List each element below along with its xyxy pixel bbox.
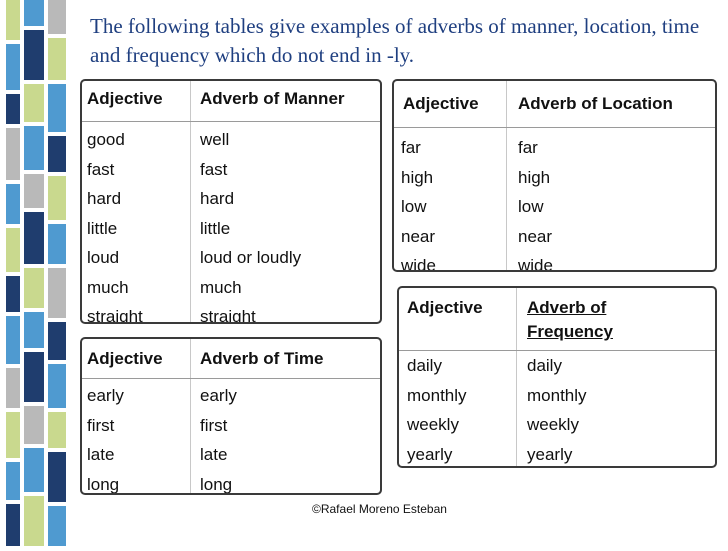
manner-adjective-cell: little [87,218,118,238]
time-adverb-column: early first late long [200,381,237,494]
manner-adjective-column: good fast hard little loud much straight [87,125,143,324]
time-adverb-cell: late [200,445,228,464]
frequency-adverb-cell: yearly [527,444,573,464]
frequency-adjective-header: Adjective [407,298,483,317]
frequency-adjective-cell: daily [407,356,442,375]
manner-adjective-cell: much [87,277,129,297]
frequency-table: Adjective Adverb of Frequency daily mont… [397,286,717,468]
time-adverb-cell: first [200,415,228,435]
time-adverb-header: Adverb of Time [200,349,324,368]
manner-adjective-cell: straight [87,307,143,324]
manner-adverb-column: well fast hard little loud or loudly muc… [200,125,302,324]
location-adjective-cell: low [401,197,427,216]
location-adverb-cell: wide [518,256,553,272]
frequency-adverb-cell: daily [527,356,562,375]
manner-adverb-cell: loud or loudly [200,248,302,267]
frequency-adverb-header-line2: Frequency [527,322,613,341]
frequency-table-header: Adjective Adverb of Frequency [399,288,715,351]
frequency-adjective-cell: weekly [407,415,459,434]
manner-table-header: Adjective Adverb of Manner [82,81,380,122]
location-adverb-cell: low [518,197,544,216]
manner-adverb-cell: straight [200,307,256,324]
location-adjective-cell: high [401,167,434,187]
location-adjective-header: Adjective [403,94,479,113]
time-adjective-cell: late [87,445,115,464]
location-adjective-cell: far [401,138,421,157]
time-adjective-cell: first [87,415,115,435]
frequency-adverb-column: daily monthly weekly yearly [527,351,587,466]
manner-adjective-header: Adjective [87,89,163,108]
manner-adverb-cell: hard [200,189,235,208]
decorative-strip [0,0,72,546]
frequency-adjective-column: daily monthly weekly yearly [407,351,467,466]
strip-blocks-graphic [0,0,72,546]
manner-adverb-header: Adverb of Manner [200,89,345,108]
location-adverb-header: Adverb of Location [518,94,673,113]
location-table-header: Adjective Adverb of Location [394,81,715,128]
frequency-adverb-header-line1: Adverb of [527,298,607,317]
manner-adverb-cell: fast [200,159,228,179]
manner-adverb-cell: well [200,130,230,149]
manner-adjective-cell: fast [87,159,115,179]
manner-adjective-cell: hard [87,189,122,208]
location-adverb-cell: far [518,138,538,157]
manner-adverb-cell: little [200,218,231,238]
time-adjective-column: early first late long [87,381,124,494]
copyright-notice: ©Rafael Moreno Esteban [312,502,447,516]
location-table: Adjective Adverb of Location far high lo… [392,79,717,272]
manner-adverb-cell: much [200,277,242,297]
manner-table: Adjective Adverb of Manner good fast har… [80,79,382,324]
time-table-header: Adjective Adverb of Time [82,339,380,379]
frequency-adjective-cell: yearly [407,444,453,464]
time-adjective-header: Adjective [87,349,163,368]
location-adverb-column: far high low near wide [518,133,553,272]
time-adjective-cell: early [87,386,124,405]
manner-adjective-cell: good [87,130,125,149]
time-adverb-cell: long [200,474,233,494]
location-adjective-cell: near [401,226,436,246]
frequency-adverb-cell: weekly [527,415,579,434]
manner-adjective-cell: loud [87,248,120,267]
page-title: The following tables give examples of ad… [90,14,700,67]
time-table: Adjective Adverb of Time early first lat… [80,337,382,495]
time-adjective-cell: long [87,474,120,494]
location-adjective-column: far high low near wide [401,133,436,272]
location-adverb-cell: high [518,167,551,187]
location-adjective-cell: wide [401,256,436,272]
location-adverb-cell: near [518,226,553,246]
time-adverb-cell: early [200,386,237,405]
frequency-adjective-cell: monthly [407,385,467,405]
frequency-adverb-cell: monthly [527,385,587,405]
